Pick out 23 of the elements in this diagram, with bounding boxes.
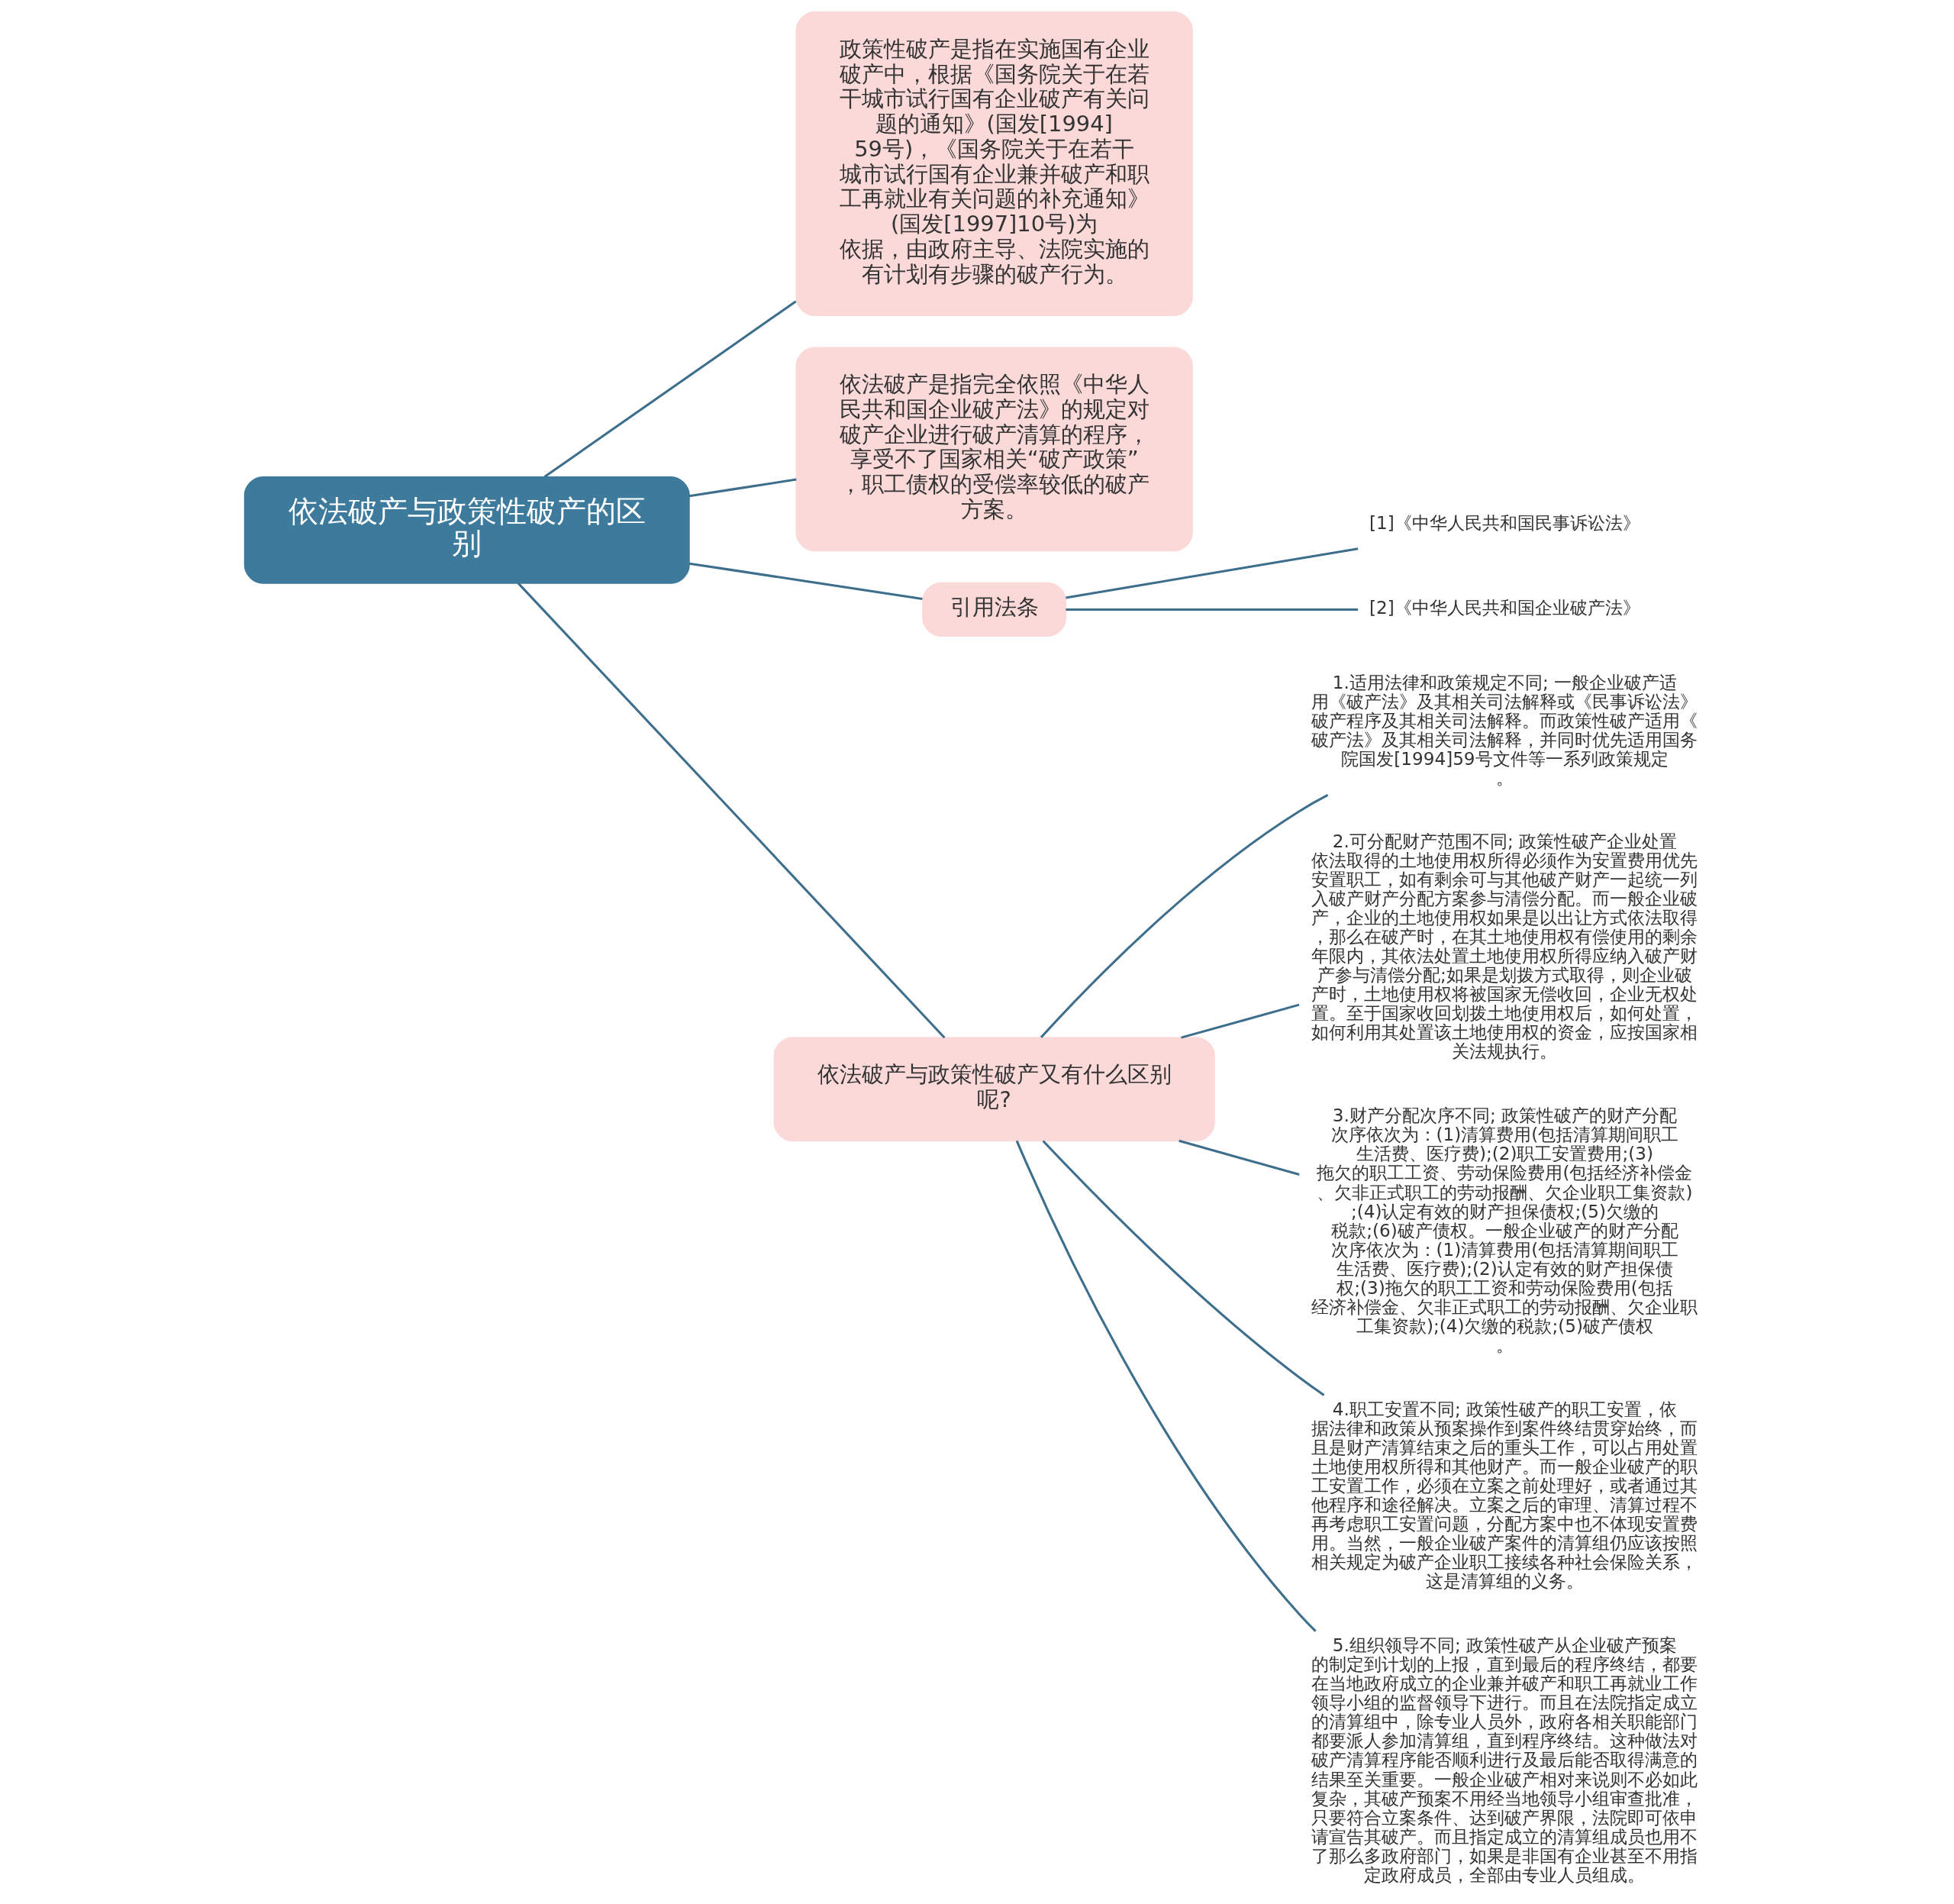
node-text: [2]《中华人民共和国企业破产法》 xyxy=(1369,598,1640,618)
connector xyxy=(543,300,797,478)
node-text: 5.组织领导不同; 政策性破产从企业破产预案的制定到计划的上报，直到最后的程序终结，都要在当地政府成立的企业兼并破产和职工再就业工作领导小组的监督领导下进行。而且在法院指定成立的清算组中，除专业人员外，政府各相关职能部门都要派人参加清算组，直到程序终结。这种做法对破产清算程序能否顺利进行及最后能否取得满意的结果至关重要。一般企业破产相对来说则不必如此复杂，其破产预案不用经当地领导小组审查批准，只要符合立案条件、达到破产界限，法院即可依申请宣告其破产。而且指定成立的清算组成员也用不了那么多政府部门，如果是非国有企业甚至不用指定政府成员，全部由专业人员组成。 xyxy=(1311,1635,1698,1885)
node-text: 2.可分配财产范围不同; 政策性破产企业处置依法取得的土地使用权所得必须作为安置费用优先安置职工，如有剩余可与其他破产财产一起统一列入破产财产分配方案参与清偿分配。而一般企业破产，企业的土地使用权如果是以出让方式依法取得，那么在破产时，在其土地使用权有偿使用的剩余年限内，其依法处置土地使用权所得应纳入破产财产参与清偿分配;如果是划拨方式取得，则企业破产时，土地使用权将被国家无偿收回，企业无权处置。至于国家收回划拨土地使用权后，如何处置，如何利用其处置该土地使用权的资金，应按国家相关法规执行。 xyxy=(1311,831,1698,1062)
connector xyxy=(1180,1003,1299,1039)
connector xyxy=(1065,608,1358,611)
node-box: 依法破产与政策性破产又有什么区别呢? xyxy=(773,1037,1215,1142)
connector xyxy=(688,478,797,498)
connector xyxy=(517,582,946,1039)
node-box: 依法破产是指完全依照《中华人民共和国企业破产法》的规定对破产企业进行破产清算的程序，享受不了国家相关“破产政策”，职工债权的受偿率较低的破产方案。 xyxy=(795,347,1193,552)
connector xyxy=(1065,547,1358,599)
connector xyxy=(688,562,923,600)
connector xyxy=(1042,1140,1324,1396)
node-box: 依法破产与政策性破产的区别 xyxy=(243,476,690,584)
connector xyxy=(1015,1140,1317,1632)
node-text: 1.适用法律和政策规定不同; 一般企业破产适用《破产法》及其相关司法解释或《民事诉讼法》破产程序及其相关司法解释。而政策性破产适用《破产法》及其相关司法解释，并同时优先适用国务院国发[1994]59号文件等一系列政策规定。 xyxy=(1311,672,1698,788)
node-text: 4.职工安置不同; 政策性破产的职工安置，依据法律和政策从预案操作到案件终结贯穿始终，而且是财产清算结束之后的重头工作，可以占用处置土地使用权所得和其他财产。而一般企业破产的职工安置工作，必须在立案之前处理好，或者通过其他程序和途径解决。立案之后的审理、清算过程不再考虑职工安置问题，分配方案中也不体现安置费用。当然，一般企业破产案件的清算组仍应该按照相关规定为破产企业职工接续各种社会保险关系，这是清算组的义务。 xyxy=(1311,1399,1698,1592)
node-box: 政策性破产是指在实施国有企业破产中，根据《国务院关于在若干城市试行国有企业破产有关问题的通知》(国发[1994]59号)，《国务院关于在若干城市试行国有企业兼并破产和职工再就业有关问题的补充通知》(国发[1997]10号)为依据，由政府主导、法院实施的有计划有步骤的破产行为。 xyxy=(795,11,1193,316)
node-text: 3.财产分配次序不同; 政策性破产的财产分配次序依次为：(1)清算费用(包括清算期间职工生活费、医疗费);(2)职工安置费用;(3)拖欠的职工工资、劳动保险费用(包括经济补偿金、欠非正式职工的劳动报酬、欠企业职工集资款);(4)认定有效的财产担保债权;(5)欠缴的税款;(6)破产债权。一般企业破产的财产分配次序依次为：(1)清算费用(包括清算期间职工生活费、医疗费);(2)认定有效的财产担保债权;(3)拖欠的职工工资和劳动保险费用(包括经济补偿金、欠非正式职工的劳动报酬、欠企业职工集资款);(4)欠缴的税款;(5)破产债权。 xyxy=(1311,1105,1698,1355)
connector xyxy=(1040,794,1328,1038)
node-text: [1]《中华人民共和国民事诉讼法》 xyxy=(1369,512,1640,533)
node-box: 引用法条 xyxy=(921,582,1066,637)
connector xyxy=(1178,1139,1300,1176)
